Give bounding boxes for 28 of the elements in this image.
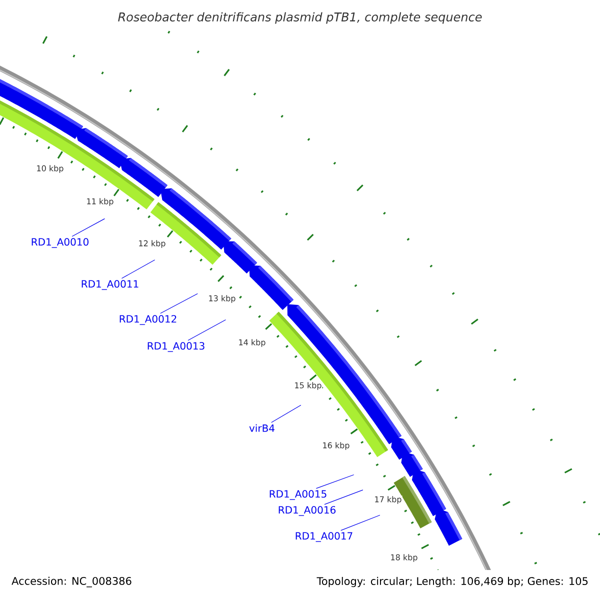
scale-label: 17 kbp: [374, 496, 402, 504]
leader-line: [188, 319, 226, 341]
gene-label: RD1_A0011: [82, 280, 138, 290]
accession-text: Accession: NC_008386: [12, 576, 132, 588]
sequence-info-text: Topology: circular; Length: 106,469 bp; Genes: 105: [316, 576, 588, 588]
leader-line: [324, 490, 364, 505]
gene-label: virB4: [249, 424, 274, 432]
leader-line: [160, 293, 198, 314]
leader-line: [271, 404, 302, 423]
title: Roseobacter denitrificans plasmid pTB1, complete sequence: [118, 12, 482, 24]
scale-label: 18 kbp: [390, 554, 418, 562]
scale-label: 11 kbp: [86, 198, 114, 206]
leader-line: [340, 514, 380, 531]
leader-line: [72, 218, 105, 237]
gene-label: RD1_A0015: [270, 490, 326, 500]
scale-label: 10 kbp: [36, 164, 64, 174]
scale-label: 12 kbp: [138, 240, 166, 248]
gene-label: RD1_A0017: [296, 532, 352, 542]
scale-label: 14 kbp: [238, 338, 266, 348]
gene-label: RD1_A0012: [120, 315, 176, 325]
gene-label: RD1_A0010: [32, 238, 88, 248]
scale-label: 16 kbp: [322, 442, 350, 450]
scale-label: 15 kbp: [294, 382, 322, 390]
gene-label: RD1_A0016: [278, 506, 336, 516]
scale-label: 13 kbp: [208, 294, 236, 304]
leader-line: [121, 260, 156, 279]
gene-label: RD1_A0013: [148, 342, 204, 352]
leader-line: [316, 474, 354, 489]
